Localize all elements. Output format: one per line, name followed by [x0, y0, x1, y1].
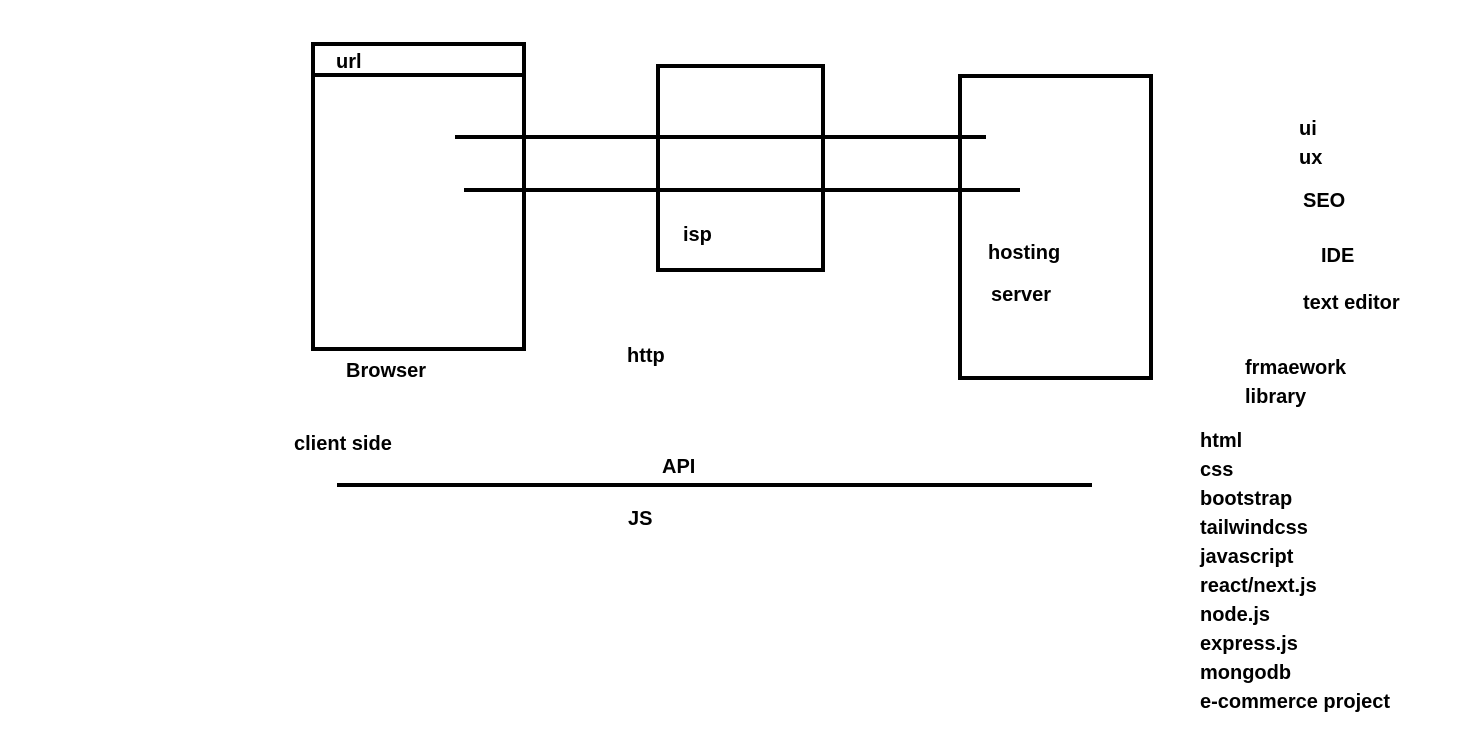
- server-hosting-label: hosting: [988, 242, 1061, 264]
- topic-library: library: [1245, 386, 1307, 408]
- server-label: server: [991, 284, 1052, 306]
- isp-box: [656, 64, 825, 272]
- topic-ui: ui: [1299, 118, 1317, 140]
- stack-item-node: node.js: [1200, 604, 1271, 626]
- stack-item-css: css: [1200, 459, 1234, 481]
- browser-box: [311, 42, 526, 351]
- browser-caption: Browser: [346, 360, 427, 382]
- stack-item-bootstrap: bootstrap: [1200, 488, 1293, 510]
- topic-seo: SEO: [1303, 190, 1346, 212]
- stack-item-react-next: react/next.js: [1200, 575, 1317, 597]
- stack-item-html: html: [1200, 430, 1243, 452]
- tech-stack-list: html css bootstrap tailwindcss javascrip…: [1200, 427, 1390, 717]
- topic-text-editor: text editor: [1303, 292, 1400, 314]
- response-line: [464, 188, 1020, 192]
- client-side-label: client side: [294, 433, 392, 455]
- browser-url-label: url: [336, 51, 362, 73]
- stack-item-javascript: javascript: [1200, 546, 1294, 568]
- stack-item-express: express.js: [1200, 633, 1298, 655]
- isp-label: isp: [683, 224, 712, 246]
- http-label: http: [627, 345, 665, 367]
- stack-item-tailwindcss: tailwindcss: [1200, 517, 1308, 539]
- topic-ide: IDE: [1321, 245, 1355, 267]
- stack-item-ecommerce-project: e-commerce project: [1200, 691, 1391, 713]
- topic-framework: frmaework: [1245, 357, 1347, 379]
- server-box: [958, 74, 1153, 380]
- topic-ux: ux: [1299, 147, 1323, 169]
- api-label: API: [662, 456, 696, 478]
- request-line: [455, 135, 986, 139]
- browser-url-divider: [311, 73, 526, 77]
- js-label: JS: [628, 508, 653, 530]
- api-line: [337, 483, 1092, 487]
- stack-item-mongodb: mongodb: [1200, 662, 1292, 684]
